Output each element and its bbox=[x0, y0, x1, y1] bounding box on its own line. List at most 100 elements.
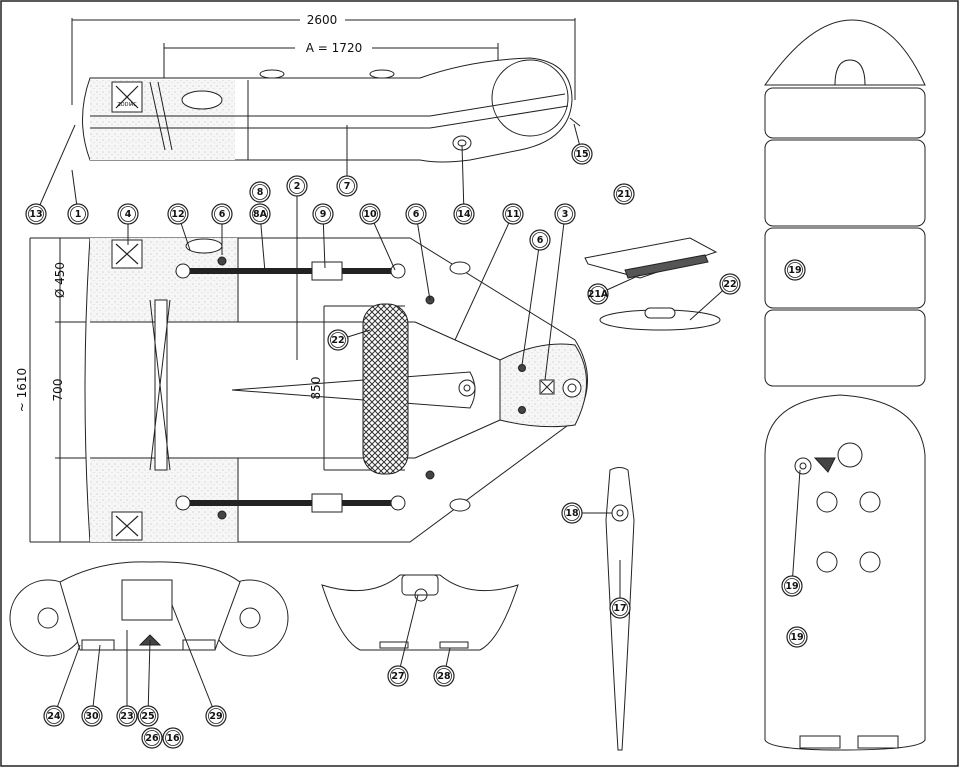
callout-ring bbox=[505, 206, 521, 222]
callout-ring bbox=[532, 232, 548, 248]
callout-circle bbox=[609, 597, 631, 619]
callout-leader bbox=[521, 239, 541, 366]
callout-circle bbox=[167, 203, 189, 225]
callout-ring bbox=[140, 708, 156, 724]
callout-ring bbox=[214, 206, 230, 222]
dim-overall-length: 2600 bbox=[307, 13, 338, 27]
callout-circle bbox=[587, 283, 609, 305]
top-view bbox=[29, 237, 588, 543]
callout-ring bbox=[252, 206, 268, 222]
callout-leader bbox=[544, 213, 566, 381]
transom-view bbox=[9, 561, 519, 657]
callout-circle bbox=[529, 229, 551, 251]
callout-ring bbox=[722, 276, 738, 292]
callout-circle bbox=[554, 203, 576, 225]
callout-ring bbox=[436, 668, 452, 684]
callout-circle bbox=[137, 705, 159, 727]
callout-label-28: 28 bbox=[437, 671, 451, 682]
callout-circle bbox=[786, 626, 808, 648]
callout-leader bbox=[53, 644, 81, 717]
callout-circle bbox=[571, 143, 593, 165]
callout-circle bbox=[25, 203, 47, 225]
callout-leader bbox=[35, 124, 76, 215]
callout-label-23: 23 bbox=[120, 711, 133, 722]
callout-label-12: 12 bbox=[171, 209, 184, 220]
floorboards-view bbox=[764, 19, 926, 751]
callout-circle bbox=[613, 183, 635, 205]
callout-ring bbox=[784, 578, 800, 594]
dim-overall-width: ~ 1610 bbox=[15, 368, 29, 412]
callout-circle bbox=[327, 329, 349, 351]
callout-label-11: 11 bbox=[506, 209, 519, 220]
seat-detail bbox=[584, 237, 721, 331]
callout-label-25: 25 bbox=[141, 711, 154, 722]
callout-label-19: 19 bbox=[790, 632, 803, 643]
callout-label-16: 16 bbox=[166, 733, 180, 744]
callout-label-22: 22 bbox=[723, 279, 736, 290]
callout-label-10: 10 bbox=[363, 209, 377, 220]
callout-label-9: 9 bbox=[320, 209, 327, 220]
callout-ring bbox=[564, 505, 580, 521]
callout-circle bbox=[249, 203, 271, 225]
callout-ring bbox=[787, 262, 803, 278]
dim-floor-length: 850 bbox=[309, 377, 323, 400]
callout-leader bbox=[397, 594, 419, 677]
callout-circle bbox=[719, 273, 741, 295]
callout-circle bbox=[312, 203, 334, 225]
callout-leader bbox=[461, 144, 465, 215]
callout-circle bbox=[502, 203, 524, 225]
callout-ring bbox=[252, 184, 268, 200]
callout-label-17: 17 bbox=[613, 603, 626, 614]
callout-label-26: 26 bbox=[145, 733, 159, 744]
callout-label-27: 27 bbox=[391, 671, 404, 682]
callout-ring bbox=[390, 668, 406, 684]
callout-label-3: 3 bbox=[562, 209, 569, 220]
callout-ring bbox=[362, 206, 378, 222]
callout-leader bbox=[171, 604, 217, 717]
callout-label-8a: 8A bbox=[253, 209, 268, 220]
callout-label-21: 21 bbox=[617, 189, 630, 200]
callout-ring bbox=[315, 206, 331, 222]
callout-label-7: 7 bbox=[344, 181, 351, 192]
callout-ring bbox=[557, 206, 573, 222]
callout-ring bbox=[612, 600, 628, 616]
callout-ring bbox=[46, 708, 62, 724]
callout-label-8: 8 bbox=[257, 187, 264, 198]
callout-circle bbox=[43, 705, 65, 727]
callout-ring bbox=[456, 206, 472, 222]
dim-tube-length: A = 1720 bbox=[306, 41, 362, 55]
callout-leader bbox=[91, 644, 101, 717]
side-view bbox=[71, 18, 581, 163]
callout-circle bbox=[433, 665, 455, 687]
callout-circle bbox=[336, 175, 358, 197]
callout-ring bbox=[789, 629, 805, 645]
callout-circle bbox=[205, 705, 227, 727]
callout-circle bbox=[67, 203, 89, 225]
callout-circle bbox=[141, 727, 163, 749]
callout-circle bbox=[359, 203, 381, 225]
callout-label-15: 15 bbox=[575, 149, 588, 160]
callout-label-2: 2 bbox=[294, 181, 301, 192]
callout-label-14: 14 bbox=[457, 209, 471, 220]
callout-circle bbox=[784, 259, 806, 281]
callout-ring bbox=[84, 708, 100, 724]
dim-inner-width: 700 bbox=[51, 379, 65, 402]
callout-circle bbox=[405, 203, 427, 225]
callout-circle bbox=[81, 705, 103, 727]
callout-label-19: 19 bbox=[788, 265, 801, 276]
callout-label-6: 6 bbox=[537, 235, 544, 246]
callout-label-6: 6 bbox=[413, 209, 420, 220]
callout-circle bbox=[116, 705, 138, 727]
callout-label-24: 24 bbox=[47, 711, 61, 722]
callout-ring bbox=[616, 186, 632, 202]
callout-circle bbox=[453, 203, 475, 225]
callout-circle bbox=[387, 665, 409, 687]
callout-leader bbox=[415, 213, 431, 301]
callout-ring bbox=[590, 286, 606, 302]
callout-ring bbox=[574, 146, 590, 162]
callout-label-29: 29 bbox=[209, 711, 222, 722]
callout-circle bbox=[162, 727, 184, 749]
